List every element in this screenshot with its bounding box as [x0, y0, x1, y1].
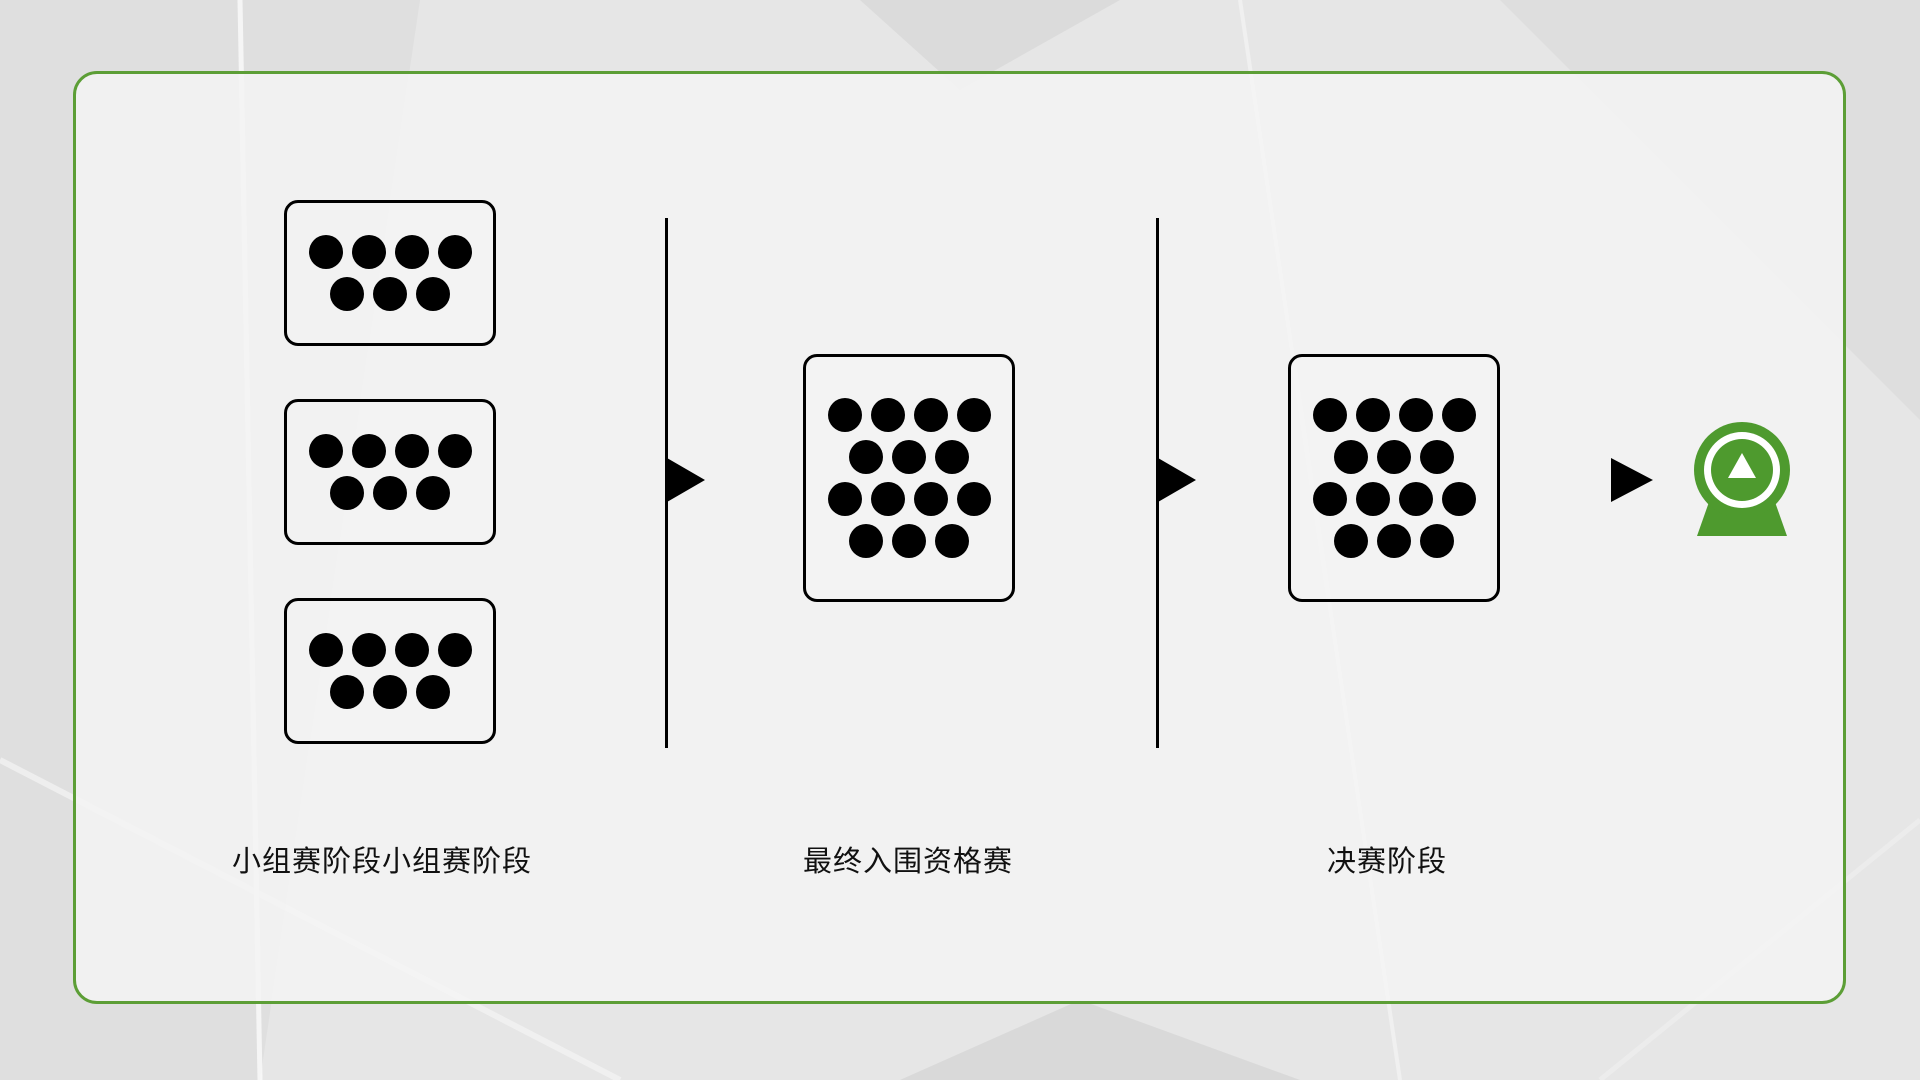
participant-dot [849, 440, 883, 474]
participant-dot [892, 524, 926, 558]
participant-dot [827, 398, 862, 432]
participant-dot [956, 482, 991, 516]
participant-dot [394, 235, 429, 269]
participant-dot [1377, 440, 1411, 474]
participant-dot [870, 482, 905, 516]
participant-dot [351, 434, 386, 468]
participant-dot [1355, 398, 1390, 432]
participant-dot [437, 633, 472, 667]
participant-dot [416, 277, 450, 311]
trophy-icon [1694, 422, 1790, 536]
participant-dot [330, 675, 364, 709]
participant-dot [416, 675, 450, 709]
group-box-1 [284, 200, 496, 346]
participant-dot [1355, 482, 1390, 516]
participant-dot [394, 434, 429, 468]
participant-dot [373, 277, 407, 311]
participant-dot [1334, 440, 1368, 474]
participant-dot [1312, 398, 1347, 432]
participant-dot [827, 482, 862, 516]
participant-dot [437, 434, 472, 468]
participant-dot [913, 482, 948, 516]
participant-dot [1334, 524, 1368, 558]
participant-dot [1312, 482, 1347, 516]
participant-dot [351, 235, 386, 269]
group-box-3 [284, 598, 496, 744]
participant-dot [1441, 398, 1476, 432]
participant-dot [373, 675, 407, 709]
participant-dot [308, 633, 343, 667]
final-qualifier-box [803, 354, 1015, 602]
stage-label-qualifier: 最终入围资格赛 [803, 844, 1014, 878]
participant-dot [935, 440, 969, 474]
arrow-right-icon [1158, 458, 1196, 502]
participant-dot [935, 524, 969, 558]
participant-dot [330, 476, 364, 510]
participant-dot [870, 398, 905, 432]
participant-dot [1420, 440, 1454, 474]
participant-dot [1420, 524, 1454, 558]
participant-dot [308, 235, 343, 269]
separator-line-2 [1156, 218, 1159, 748]
group-box-2 [284, 399, 496, 545]
separator-line-1 [665, 218, 668, 748]
arrow-right-icon [1611, 458, 1653, 502]
participant-dot [437, 235, 472, 269]
participant-dot [849, 524, 883, 558]
participant-dot [330, 277, 364, 311]
participant-dot [892, 440, 926, 474]
participant-dot [1398, 482, 1433, 516]
stage-label-finals: 决赛阶段 [1327, 844, 1448, 878]
participant-dot [394, 633, 429, 667]
finals-box [1288, 354, 1500, 602]
participant-dot [1377, 524, 1411, 558]
participant-dot [913, 398, 948, 432]
participant-dot [351, 633, 386, 667]
participant-dot [373, 476, 407, 510]
participant-dot [308, 434, 343, 468]
arrow-right-icon [667, 458, 705, 502]
participant-dot [1398, 398, 1433, 432]
participant-dot [1441, 482, 1476, 516]
stage-label-group: 小组赛阶段小组赛阶段 [232, 844, 533, 878]
participant-dot [416, 476, 450, 510]
participant-dot [956, 398, 991, 432]
